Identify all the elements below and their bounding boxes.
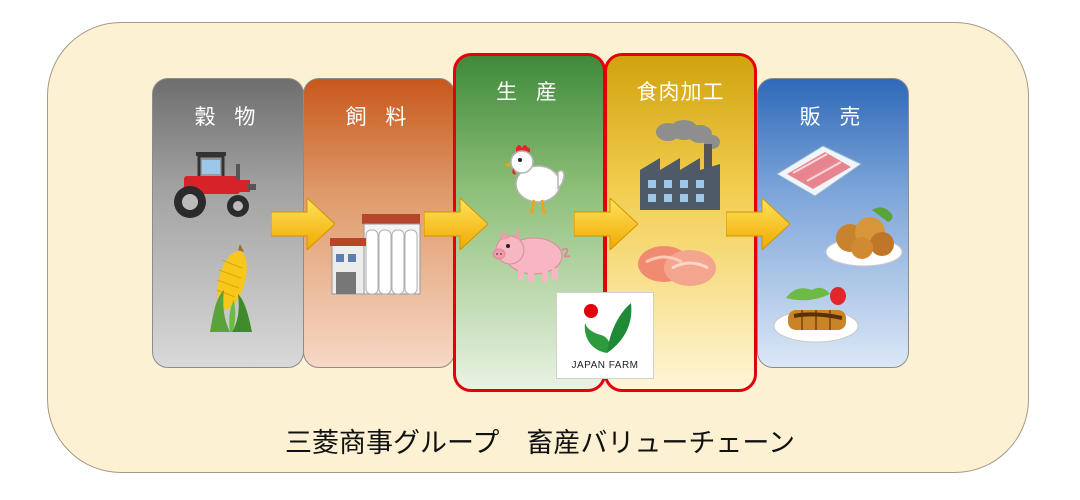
pig-icon	[492, 228, 571, 282]
corn-icon	[210, 244, 252, 332]
sliced-pork-icon	[776, 145, 862, 197]
arrow-icon	[424, 198, 488, 250]
japan-farm-logo-icon	[584, 303, 632, 353]
tractor-icon	[174, 152, 256, 218]
stage-grain-label: 穀 物	[194, 105, 262, 129]
arrow-icon	[726, 198, 790, 250]
arrow-icon	[271, 198, 335, 250]
stage-production-label: 生 産	[496, 80, 563, 104]
arrow-icon	[574, 198, 638, 250]
japan-farm-logo: JAPAN FARM	[556, 292, 654, 379]
diagram-caption: 三菱商事グループ 畜産バリューチェーン	[284, 428, 796, 459]
stage-processing-label: 食肉加工	[636, 80, 725, 104]
factory-icon	[640, 120, 720, 210]
feed-mill-icon	[330, 214, 421, 295]
fried-chicken-icon	[825, 207, 903, 267]
stage-sales-label: 販 売	[799, 105, 867, 129]
raw-meat-icon	[638, 246, 716, 286]
japan-farm-logo-text: JAPAN FARM	[571, 360, 639, 371]
chicken-icon	[504, 145, 565, 214]
stage-feed-label: 飼 料	[345, 105, 413, 129]
tonkatsu-icon	[773, 287, 859, 343]
